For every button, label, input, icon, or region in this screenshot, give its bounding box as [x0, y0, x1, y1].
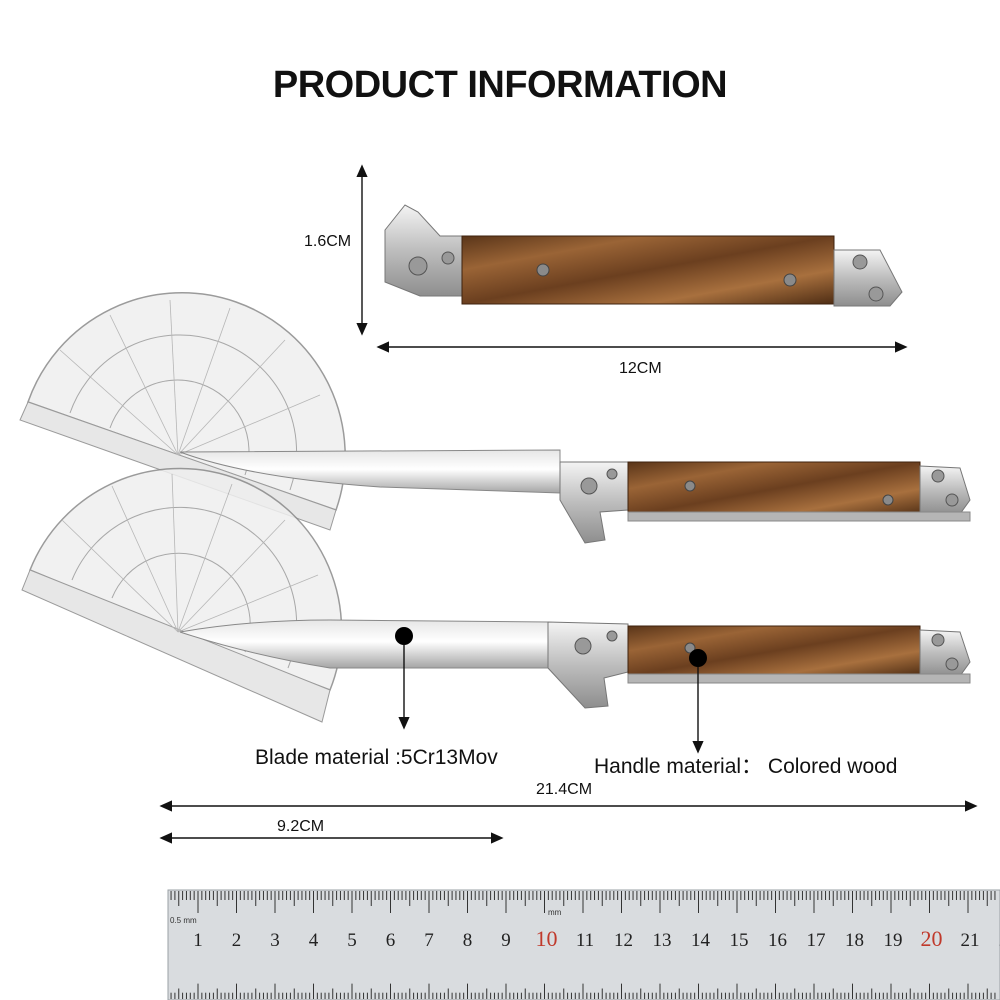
ruler-number: 8 — [463, 930, 473, 951]
ruler-number: 21 — [961, 930, 980, 951]
open-length-label: 21.4CM — [536, 781, 593, 798]
open-knife-top-image — [179, 449, 971, 544]
closed-length-label: 12CM — [619, 360, 662, 377]
handle-callout-dot — [689, 649, 707, 667]
ruler-unit-small: 0.5 mm — [170, 916, 197, 925]
handle-material-label: Handle material： Colored wood — [594, 755, 898, 778]
ruler-number: 20 — [921, 926, 943, 951]
page-title: PRODUCT INFORMATION — [272, 64, 728, 106]
ruler-number: 13 — [653, 930, 672, 951]
blade-material-label: Blade material :5Cr13Mov — [255, 746, 498, 769]
ruler-number: 4 — [309, 930, 319, 951]
ruler-number: 3 — [270, 930, 280, 951]
blade-length-label: 9.2CM — [277, 818, 325, 835]
ruler-number: 12 — [614, 930, 633, 951]
ruler-number: 18 — [845, 930, 864, 951]
ruler-unit-mm: mm — [548, 908, 562, 917]
ruler-number: 19 — [884, 930, 903, 951]
open-knife-bottom-image — [179, 619, 971, 709]
height-label: 1.6CM — [304, 233, 352, 250]
ruler-number: 9 — [501, 930, 511, 951]
ruler-number: 10 — [536, 926, 558, 951]
ruler-number: 15 — [730, 930, 749, 951]
ruler-number: 16 — [768, 930, 787, 951]
ruler-number: 6 — [386, 930, 396, 951]
ruler-number: 11 — [576, 930, 594, 951]
ruler-number: 2 — [232, 930, 242, 951]
ruler-number: 14 — [691, 930, 711, 951]
ruler-number: 7 — [424, 930, 434, 951]
measuring-ruler: 12345678910111213141516171819202122 — [167, 889, 1000, 1000]
ruler-number: 17 — [807, 930, 826, 951]
blade-callout-dot — [395, 627, 413, 645]
ruler-number: 5 — [347, 930, 357, 951]
closed-knife-image — [384, 204, 903, 307]
ruler-number: 1 — [193, 930, 203, 951]
